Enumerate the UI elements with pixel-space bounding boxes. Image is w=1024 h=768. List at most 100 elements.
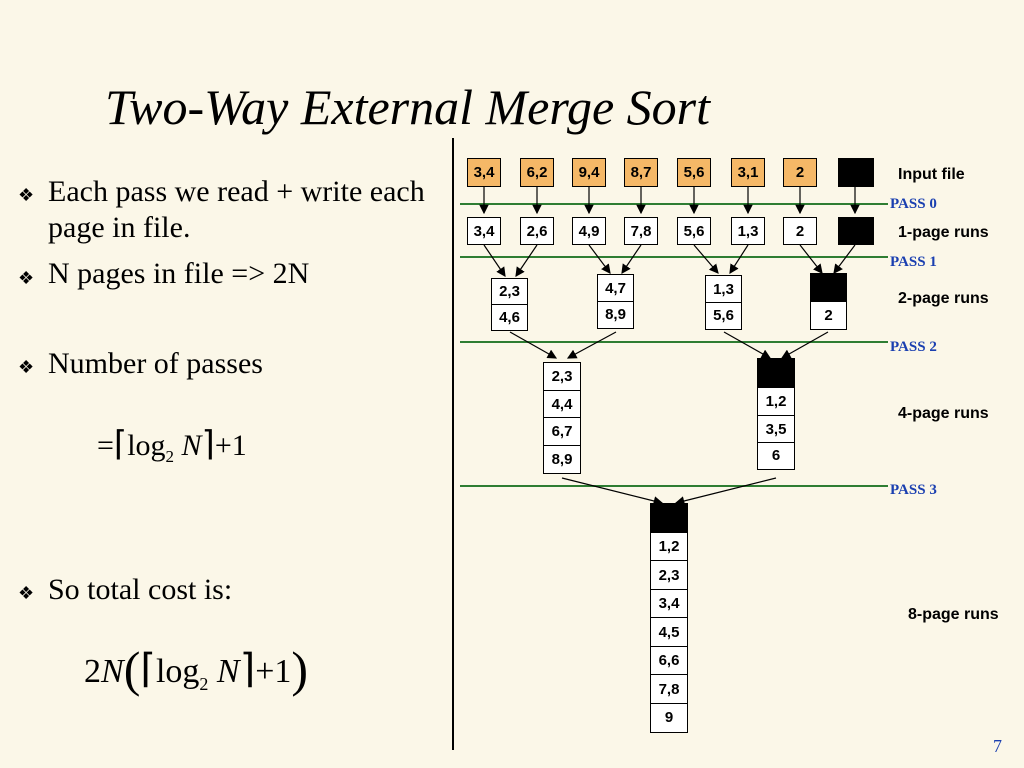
pass-3-label: PASS 3	[890, 482, 937, 498]
one-page-run-1: 3,4	[467, 217, 501, 245]
run-page: 3,4	[650, 588, 688, 619]
input-file-label: Input file	[898, 166, 965, 183]
bullet-text-3: Number of passes	[48, 347, 263, 380]
run-page: 4,7	[597, 274, 634, 302]
pass2-line	[460, 341, 888, 343]
input-page-8	[838, 158, 874, 187]
one-page-run-5: 5,6	[677, 217, 711, 245]
run-page: 8,9	[597, 300, 634, 329]
input-page-4: 8,7	[624, 158, 658, 187]
formula-eq: =	[97, 429, 114, 462]
eight-page-run: 1,2 2,3 3,4 4,5 6,6 7,8 9	[650, 503, 688, 733]
arrow	[509, 331, 558, 359]
arrow	[729, 244, 749, 275]
arrow	[723, 331, 772, 359]
pass-0-label: PASS 0	[890, 196, 937, 212]
four-page-runs-label: 4-page runs	[898, 405, 989, 422]
formula-plus: +1	[214, 429, 247, 462]
pass3-line	[460, 485, 888, 487]
input-page-5: 5,6	[677, 158, 711, 187]
arrow	[799, 244, 823, 274]
formula-lceil: ⌈	[113, 426, 128, 463]
pass1-line	[460, 256, 888, 258]
input-page-3: 9,4	[572, 158, 606, 187]
two-page-run-4: 2	[810, 273, 847, 330]
run-page: 6,6	[650, 645, 688, 676]
run-page: 2,3	[491, 278, 528, 305]
run-page: 7,8	[650, 674, 688, 704]
run-page: 2	[810, 300, 847, 330]
bullet-text-1: Each pass we read + write each page in f…	[48, 175, 425, 244]
arrow	[561, 477, 664, 506]
cost-lparen: (	[123, 641, 141, 697]
formula-var: N	[181, 429, 202, 462]
arrow	[621, 244, 642, 274]
bullet-icon: ❖	[18, 185, 35, 206]
input-page-1: 3,4	[467, 158, 501, 187]
four-page-run-1: 2,3 4,4 6,7 8,9	[543, 362, 581, 474]
run-page: 4,4	[543, 389, 581, 419]
cost-var: N	[101, 653, 124, 690]
formula-log: log	[127, 429, 166, 462]
cost-plus: +1	[255, 653, 292, 690]
one-page-run-3: 4,9	[572, 217, 606, 245]
run-page: 4,5	[650, 617, 688, 647]
input-page-2: 6,2	[520, 158, 554, 187]
cost-lceil: ⌈	[140, 646, 156, 691]
run-page: 4,6	[491, 303, 528, 331]
divider-line	[452, 138, 454, 750]
eight-page-runs-label: 8-page runs	[908, 606, 999, 623]
one-page-run-2: 2,6	[520, 217, 554, 245]
run-page	[757, 358, 795, 388]
formula-rceil: ⌉	[201, 426, 215, 463]
cost-log: log	[155, 653, 200, 690]
arrow	[566, 331, 617, 359]
run-page: 3,5	[757, 415, 795, 443]
one-page-run-6: 1,3	[731, 217, 765, 245]
cost-formula: 2N(⌈log2 N⌉+1)	[84, 640, 308, 698]
arrow	[588, 244, 611, 274]
two-page-run-2: 4,7 8,9	[597, 274, 634, 329]
bullet-text-4: So total cost is:	[48, 573, 233, 606]
one-page-run-8	[838, 217, 874, 245]
one-page-runs-label: 1-page runs	[898, 224, 989, 241]
bullet-icon: ❖	[18, 357, 35, 378]
cost-var2: N	[216, 653, 240, 690]
four-page-run-2: 1,2 3,5 6	[757, 358, 795, 470]
input-page-6: 3,1	[731, 158, 765, 187]
cost-rparen: )	[291, 641, 309, 697]
run-page: 2,3	[650, 560, 688, 590]
input-page-7: 2	[783, 158, 817, 187]
formula-log-base: 2	[165, 447, 175, 466]
slide-title: Two-Way External Merge Sort	[105, 79, 711, 135]
pass-2-label: PASS 2	[890, 339, 937, 355]
pass0-line	[460, 203, 888, 205]
run-page: 6	[757, 441, 795, 470]
bullet-icon: ❖	[18, 583, 35, 604]
two-page-run-3: 1,3 5,6	[705, 275, 742, 330]
arrow	[833, 244, 856, 274]
run-page: 8,9	[543, 444, 581, 474]
arrow	[674, 477, 777, 506]
run-page: 1,3	[705, 275, 742, 303]
two-page-run-1: 2,3 4,6	[491, 278, 528, 331]
run-page: 5,6	[705, 301, 742, 330]
passes-formula: =⌈log2 N⌉+1	[97, 424, 247, 467]
pass-1-label: PASS 1	[890, 254, 937, 270]
run-page: 1,2	[757, 386, 795, 417]
arrow	[483, 244, 506, 277]
cost-coef: 2	[84, 653, 101, 690]
bullet-text-2: N pages in file => 2N	[48, 257, 310, 290]
run-page	[810, 273, 847, 302]
run-page	[650, 503, 688, 533]
two-page-runs-label: 2-page runs	[898, 290, 989, 307]
arrow	[780, 331, 829, 359]
cost-log-base: 2	[199, 673, 209, 694]
arrow	[693, 244, 719, 274]
one-page-run-7: 2	[783, 217, 817, 245]
run-page: 1,2	[650, 531, 688, 562]
cost-rceil: ⌉	[239, 646, 256, 691]
arrow	[515, 244, 538, 277]
run-page: 6,7	[543, 417, 581, 446]
